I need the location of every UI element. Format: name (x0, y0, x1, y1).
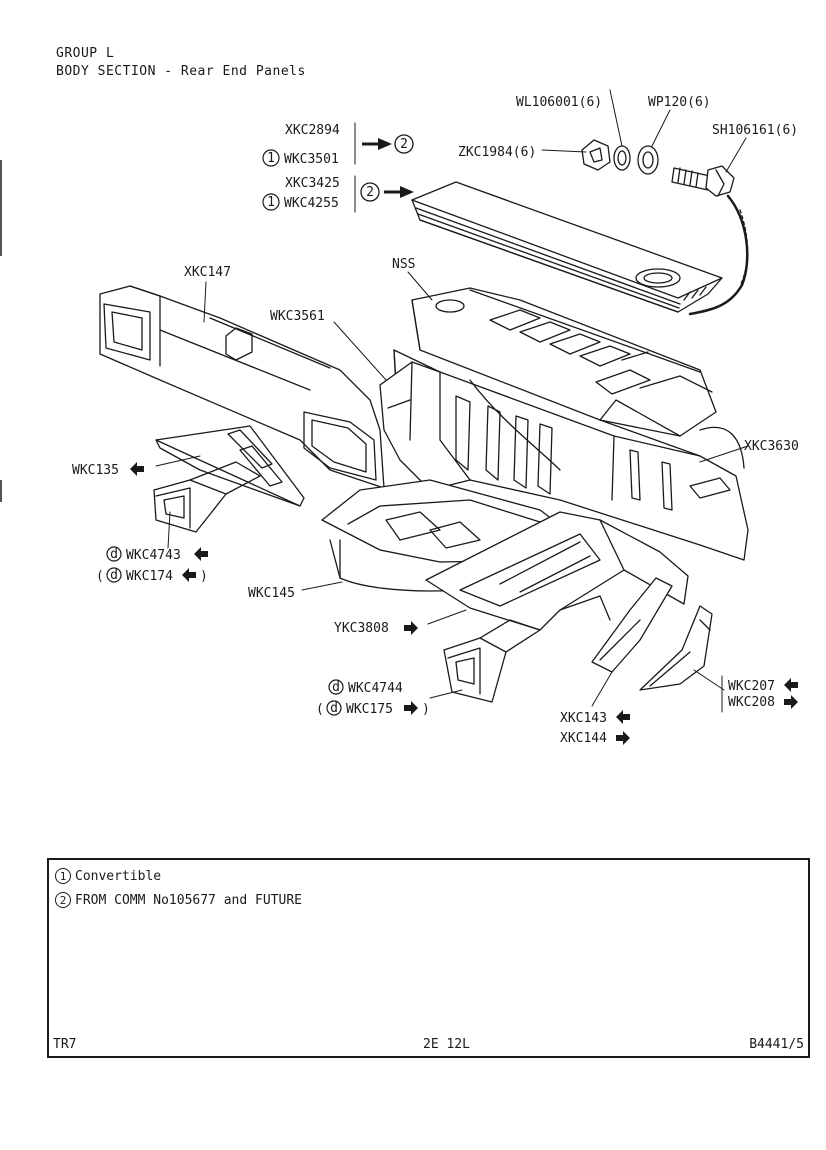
label-group-wkc4744: d WKC4744 (328, 679, 403, 696)
marker-d-wkc175: d (330, 701, 338, 716)
left-hand-arrow-icon (130, 462, 144, 476)
paren-close-wkc175: ) (422, 702, 430, 717)
left-hand-arrow-icon (616, 710, 630, 724)
note-1-marker: 1 (55, 868, 71, 884)
label-group-wkc4255: 1 WKC4255 (262, 193, 339, 211)
plain-washer-drawing (637, 145, 659, 175)
marker-d-wkc4743: d (110, 547, 118, 562)
label-wkc175: WKC175 (346, 702, 393, 717)
exploded-parts-diagram: 2 2 XKC2894 1 WKC3501 XKC3425 1 WKC4255 … (72, 89, 799, 746)
marker-1-wkc4255: 1 (267, 195, 275, 210)
label-xkc144: XKC144 (560, 731, 607, 746)
left-hand-arrow-icon (194, 547, 208, 561)
scan-margin-mark (0, 160, 2, 256)
callout-marker-2b: 2 (366, 185, 374, 200)
label-wp120: WP120(6) (648, 95, 711, 110)
rear-bracket-drawing (639, 605, 713, 691)
hose-line (688, 194, 749, 316)
floor-panel-right-drawing (425, 511, 689, 631)
label-wkc4743: WKC4743 (126, 548, 181, 563)
box-section-left-drawing (153, 461, 261, 533)
footer-model: TR7 (53, 1037, 77, 1052)
callout-xkc3425-arrow: 2 (360, 182, 414, 202)
paren-open-wkc175: ( (316, 702, 324, 717)
callout-xkc2894-arrow: 2 (362, 134, 414, 154)
notes-box: 1 Convertible 2 FROM COMM No105677 and F… (47, 858, 810, 1058)
rear-top-panel-drawing (411, 181, 723, 313)
label-wkc145: WKC145 (248, 586, 295, 601)
note-2-marker: 2 (55, 892, 71, 908)
callout-marker-2a: 2 (400, 137, 408, 152)
box-section-right-drawing (443, 619, 541, 703)
label-xkc3630: XKC3630 (744, 439, 799, 454)
label-wkc3561: WKC3561 (270, 309, 325, 324)
rear-deck-panel-drawing (411, 287, 717, 437)
paren-close-wkc174: ) (200, 569, 208, 584)
label-xkc147: XKC147 (184, 265, 231, 280)
leader-lines (155, 89, 749, 713)
note-1-text: Convertible (75, 868, 162, 884)
label-wkc4255: WKC4255 (284, 196, 339, 211)
label-ykc3808: YKC3808 (334, 621, 389, 636)
right-hand-arrow-icon (616, 731, 630, 745)
label-wkc135: WKC135 (72, 463, 119, 478)
marker-d-wkc4744: d (332, 680, 340, 695)
note-2-text: FROM COMM No105677 and FUTURE (75, 892, 302, 908)
group-heading: GROUP L (56, 46, 115, 61)
label-wl106001: WL106001(6) (516, 95, 602, 110)
rear-end-panel-right-drawing (393, 349, 749, 561)
marker-1-wkc3501: 1 (267, 151, 275, 166)
label-group-wkc208: WKC208 (728, 695, 798, 710)
label-sh106161: SH106161(6) (712, 123, 798, 138)
section-heading: BODY SECTION - Rear End Panels (56, 64, 306, 79)
label-group-wkc207: WKC207 (728, 678, 798, 694)
label-wkc4744: WKC4744 (348, 681, 403, 696)
label-nss: NSS (392, 257, 415, 272)
label-group-wkc3501: 1 WKC3501 (262, 149, 339, 167)
left-hand-arrow-icon (784, 678, 798, 692)
marker-d-wkc174: d (110, 568, 118, 583)
label-wkc3501: WKC3501 (284, 152, 339, 167)
inner-panel-drawing (379, 361, 471, 491)
label-group-wkc174: ( d WKC174 ) (96, 567, 208, 584)
label-wkc208: WKC208 (728, 695, 775, 710)
rear-lamp-panel-drawing (99, 285, 385, 489)
clip-drawing (581, 139, 611, 171)
bracket-drawing (591, 577, 673, 673)
label-group-ykc3808: YKC3808 (334, 621, 418, 636)
label-xkc2894: XKC2894 (285, 123, 340, 138)
label-group-xkc144: XKC144 (560, 731, 630, 746)
label-wkc174: WKC174 (126, 569, 173, 584)
label-group-wkc4743: d WKC4743 (106, 546, 208, 563)
paren-open-wkc174: ( (96, 569, 104, 584)
right-hand-arrow-icon (404, 621, 418, 635)
bolt-drawing (671, 165, 735, 197)
right-hand-arrow-icon (784, 695, 798, 709)
footer-ref: B4441/5 (749, 1037, 804, 1052)
note-1: 1 Convertible (55, 868, 161, 884)
right-hand-arrow-icon (404, 701, 418, 715)
footer-page: 2E 12L (423, 1037, 470, 1052)
label-xkc143: XKC143 (560, 711, 607, 726)
spring-washer-drawing (613, 145, 631, 171)
label-zkc1984: ZKC1984(6) (458, 145, 536, 160)
label-xkc3425: XKC3425 (285, 176, 340, 191)
floor-bracket-left-drawing (155, 425, 305, 507)
note-2: 2 FROM COMM No105677 and FUTURE (55, 892, 302, 908)
label-group-xkc143: XKC143 (560, 710, 630, 726)
label-group-wkc175: ( d WKC175 ) (316, 700, 430, 717)
label-wkc207: WKC207 (728, 679, 775, 694)
left-hand-arrow-icon (182, 568, 196, 582)
scan-margin-mark (0, 480, 2, 502)
